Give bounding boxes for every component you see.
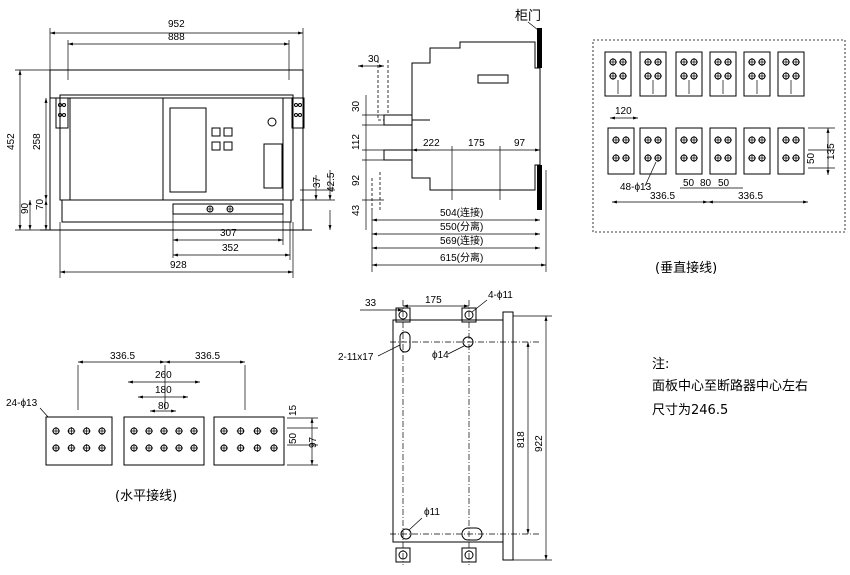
dim-80: 80 <box>158 401 170 412</box>
dim-928: 928 <box>170 260 187 271</box>
dim-37: 37 <box>312 176 323 188</box>
dim-48-13: 48-ϕ13 <box>620 182 652 193</box>
dim-42-5: 42.5 <box>326 172 337 192</box>
vertical-terminal-plate <box>743 127 771 175</box>
handle-slot <box>263 143 283 189</box>
breaker-body-profile <box>411 41 541 191</box>
cabinet-door-upper <box>537 28 542 68</box>
dim-336-5-right: 336.5 <box>195 351 220 362</box>
vertical-terminal-plate <box>607 127 635 175</box>
mounting-flange <box>502 311 514 561</box>
dim-336-5-left: 336.5 <box>110 351 135 362</box>
dim-112: 112 <box>351 134 362 150</box>
vertical-bottom-terminals <box>607 127 805 175</box>
dim-30-top: 30 <box>368 54 380 65</box>
dim-97: 97 <box>514 138 526 149</box>
dim-615: 615(分离) <box>440 251 483 264</box>
vertical-terminal-plate <box>709 127 737 175</box>
indicator-lamp <box>267 117 277 127</box>
dim-24-13: 24-ϕ13 <box>6 398 38 409</box>
dim-135: 135 <box>826 143 837 160</box>
mounting-view: 33 175 4-ϕ11 2-11x17 ϕ14 ϕ11 818 922 <box>338 290 552 565</box>
front-outer-frame <box>49 69 304 231</box>
dim-15: 15 <box>288 404 299 416</box>
dim-952: 952 <box>168 19 185 30</box>
note-title: 注: <box>652 357 669 372</box>
vertical-wiring-caption: (垂直接线) <box>655 260 717 276</box>
dim-175: 175 <box>468 138 485 149</box>
dim-80: 80 <box>700 178 712 189</box>
horizontal-terminal-block <box>45 416 113 466</box>
dim-307: 307 <box>220 228 237 239</box>
dim-92: 92 <box>351 174 362 186</box>
note-line2: 尺寸为246.5 <box>652 403 728 418</box>
vertical-wiring-frame <box>592 39 846 233</box>
dim-11: ϕ11 <box>424 507 440 518</box>
vertical-terminal-plate <box>675 127 703 175</box>
dim-2-11x17: 2-11x17 <box>338 352 374 363</box>
dim-258: 258 <box>32 133 43 150</box>
dim-504: 504(连接) <box>440 206 483 219</box>
horizontal-terminal-block <box>213 416 285 466</box>
dim-922: 922 <box>534 435 545 452</box>
dim-50b: 50 <box>718 178 730 189</box>
vertical-terminal-plate <box>639 127 667 175</box>
dim-452: 452 <box>6 133 17 150</box>
left-rail <box>55 97 69 129</box>
dim-50: 50 <box>288 432 299 444</box>
dim-569: 569(连接) <box>440 234 483 247</box>
cabinet-door-label: 柜门 <box>515 9 541 24</box>
dim-175: 175 <box>425 295 442 306</box>
dim-97: 97 <box>308 436 319 448</box>
dim-222: 222 <box>423 138 440 149</box>
front-body <box>59 94 294 201</box>
dim-14: ϕ14 <box>432 350 449 361</box>
note: 注: 面板中心至断路器中心左右 尺寸为246.5 <box>652 357 808 418</box>
front-base <box>61 199 292 223</box>
dim-120: 120 <box>615 106 632 117</box>
horizontal-terminal-block <box>123 416 205 466</box>
right-rail <box>291 97 305 129</box>
dim-336-5-b: 336.5 <box>738 191 763 202</box>
dim-818: 818 <box>516 431 527 448</box>
dim-550: 550(分离) <box>440 220 483 233</box>
horizontal-wiring-caption: (水平接线) <box>115 488 177 504</box>
dim-4-11: 4-ϕ11 <box>488 290 513 301</box>
note-line1: 面板中心至断路器中心左右 <box>652 378 808 394</box>
dim-888: 888 <box>168 32 185 43</box>
display-window <box>169 107 207 193</box>
dim-352: 352 <box>222 243 239 254</box>
dim-30: 30 <box>351 100 362 112</box>
dim-260: 260 <box>155 370 172 381</box>
horizontal-wiring-view: 336.5 336.5 260 180 80 24-ϕ13 15 50 97 (… <box>6 351 319 504</box>
vertical-top-terminals <box>604 51 805 97</box>
horizontal-terminal-blocks <box>45 416 285 466</box>
vertical-terminal-plate <box>777 127 805 175</box>
dim-180: 180 <box>155 385 172 396</box>
dim-43: 43 <box>351 204 362 216</box>
dim-90: 90 <box>20 202 31 214</box>
dim-336-5-a: 336.5 <box>650 191 675 202</box>
vertical-wiring-view: 120 48-ϕ13 50 80 50 336.5 336.5 50 135 (… <box>592 39 846 276</box>
front-view: 952 888 <box>6 19 337 278</box>
dim-33: 33 <box>365 298 377 309</box>
dim-50a: 50 <box>683 178 695 189</box>
dim-50-v: 50 <box>806 152 817 164</box>
side-view: 柜门 30 30 112 92 43 222 175 <box>351 9 547 272</box>
cabinet-door-lower <box>537 165 542 210</box>
dim-70: 70 <box>35 198 46 210</box>
